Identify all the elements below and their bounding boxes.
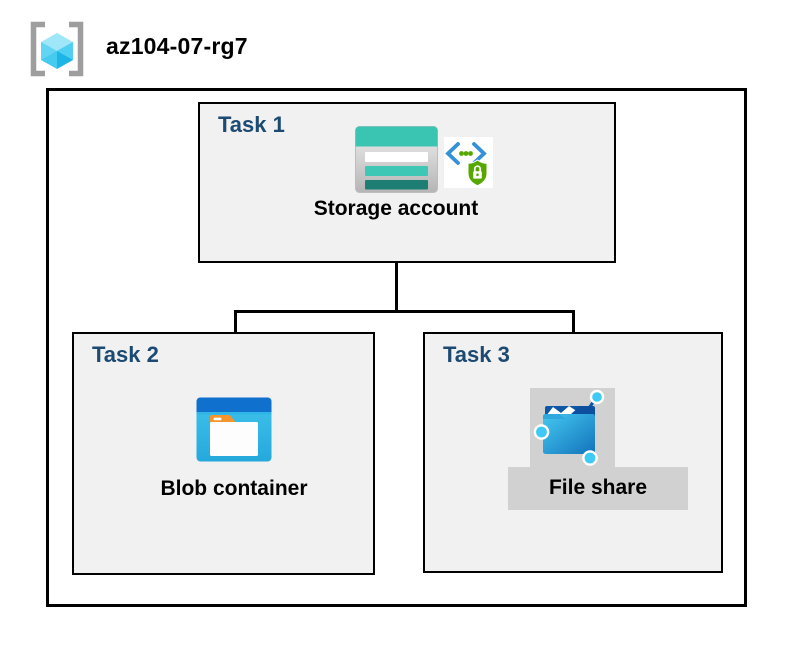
shared-access-signature-icon <box>444 137 493 193</box>
task1-label: Task 1 <box>218 112 285 137</box>
file-share-label-background <box>508 467 688 510</box>
resource-group-icon <box>28 20 86 83</box>
file-share-icon <box>533 386 615 473</box>
resource-group-name: az104-07-rg7 <box>106 33 248 59</box>
file-share-label: File share <box>548 476 648 499</box>
connector-storage-down <box>395 262 398 312</box>
storage-account-icon <box>355 126 438 198</box>
storage-account-label: Storage account <box>313 197 479 220</box>
task3-label: Task 3 <box>443 342 510 367</box>
connector-horizontal <box>234 310 575 313</box>
blob-container-icon <box>196 397 272 467</box>
task2-label: Task 2 <box>92 342 159 367</box>
blob-container-label: Blob container <box>160 477 308 500</box>
